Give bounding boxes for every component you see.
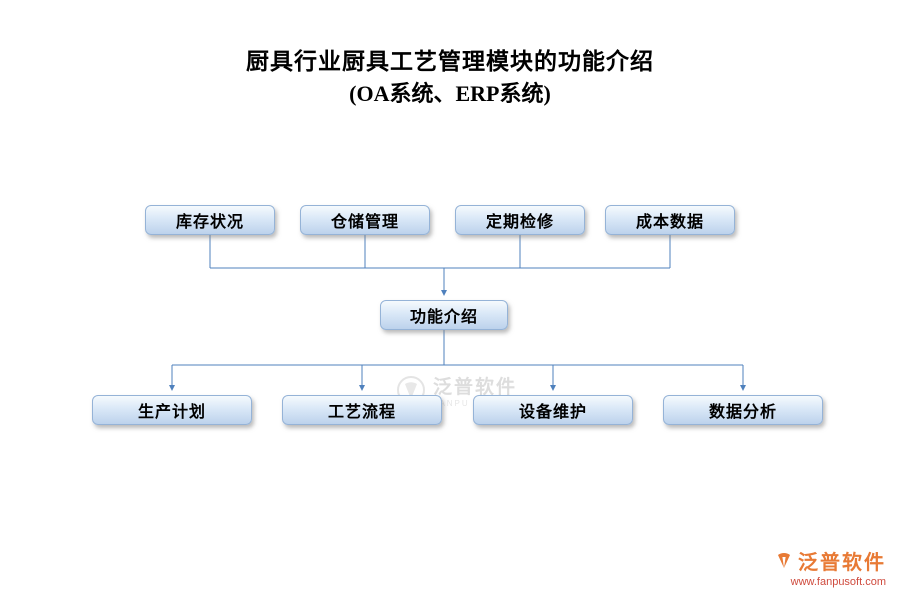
footer-logo: 泛普软件 www.fanpusoft.com	[774, 546, 886, 588]
fan-logo-icon	[778, 552, 790, 568]
watermark-text: 泛普软件	[433, 377, 518, 398]
node-warehouse-management: 仓储管理	[300, 205, 430, 235]
node-process-flow: 工艺流程	[282, 395, 442, 425]
node-cost-data: 成本数据	[605, 205, 735, 235]
node-production-plan: 生产计划	[92, 395, 252, 425]
node-periodic-inspection: 定期检修	[455, 205, 585, 235]
node-data-analysis: 数据分析	[663, 395, 823, 425]
footer-site-url: www.fanpusoft.com	[790, 576, 886, 588]
page-title: 厨具行业厨具工艺管理模块的功能介绍	[246, 49, 654, 74]
node-inventory-status: 库存状况	[145, 205, 275, 235]
page-subtitle: (OA系统、ERP系统)	[349, 81, 551, 106]
node-equipment-maintenance: 设备维护	[473, 395, 633, 425]
footer-brand-text: 泛普软件	[798, 552, 886, 574]
node-function-intro: 功能介绍	[380, 300, 508, 330]
